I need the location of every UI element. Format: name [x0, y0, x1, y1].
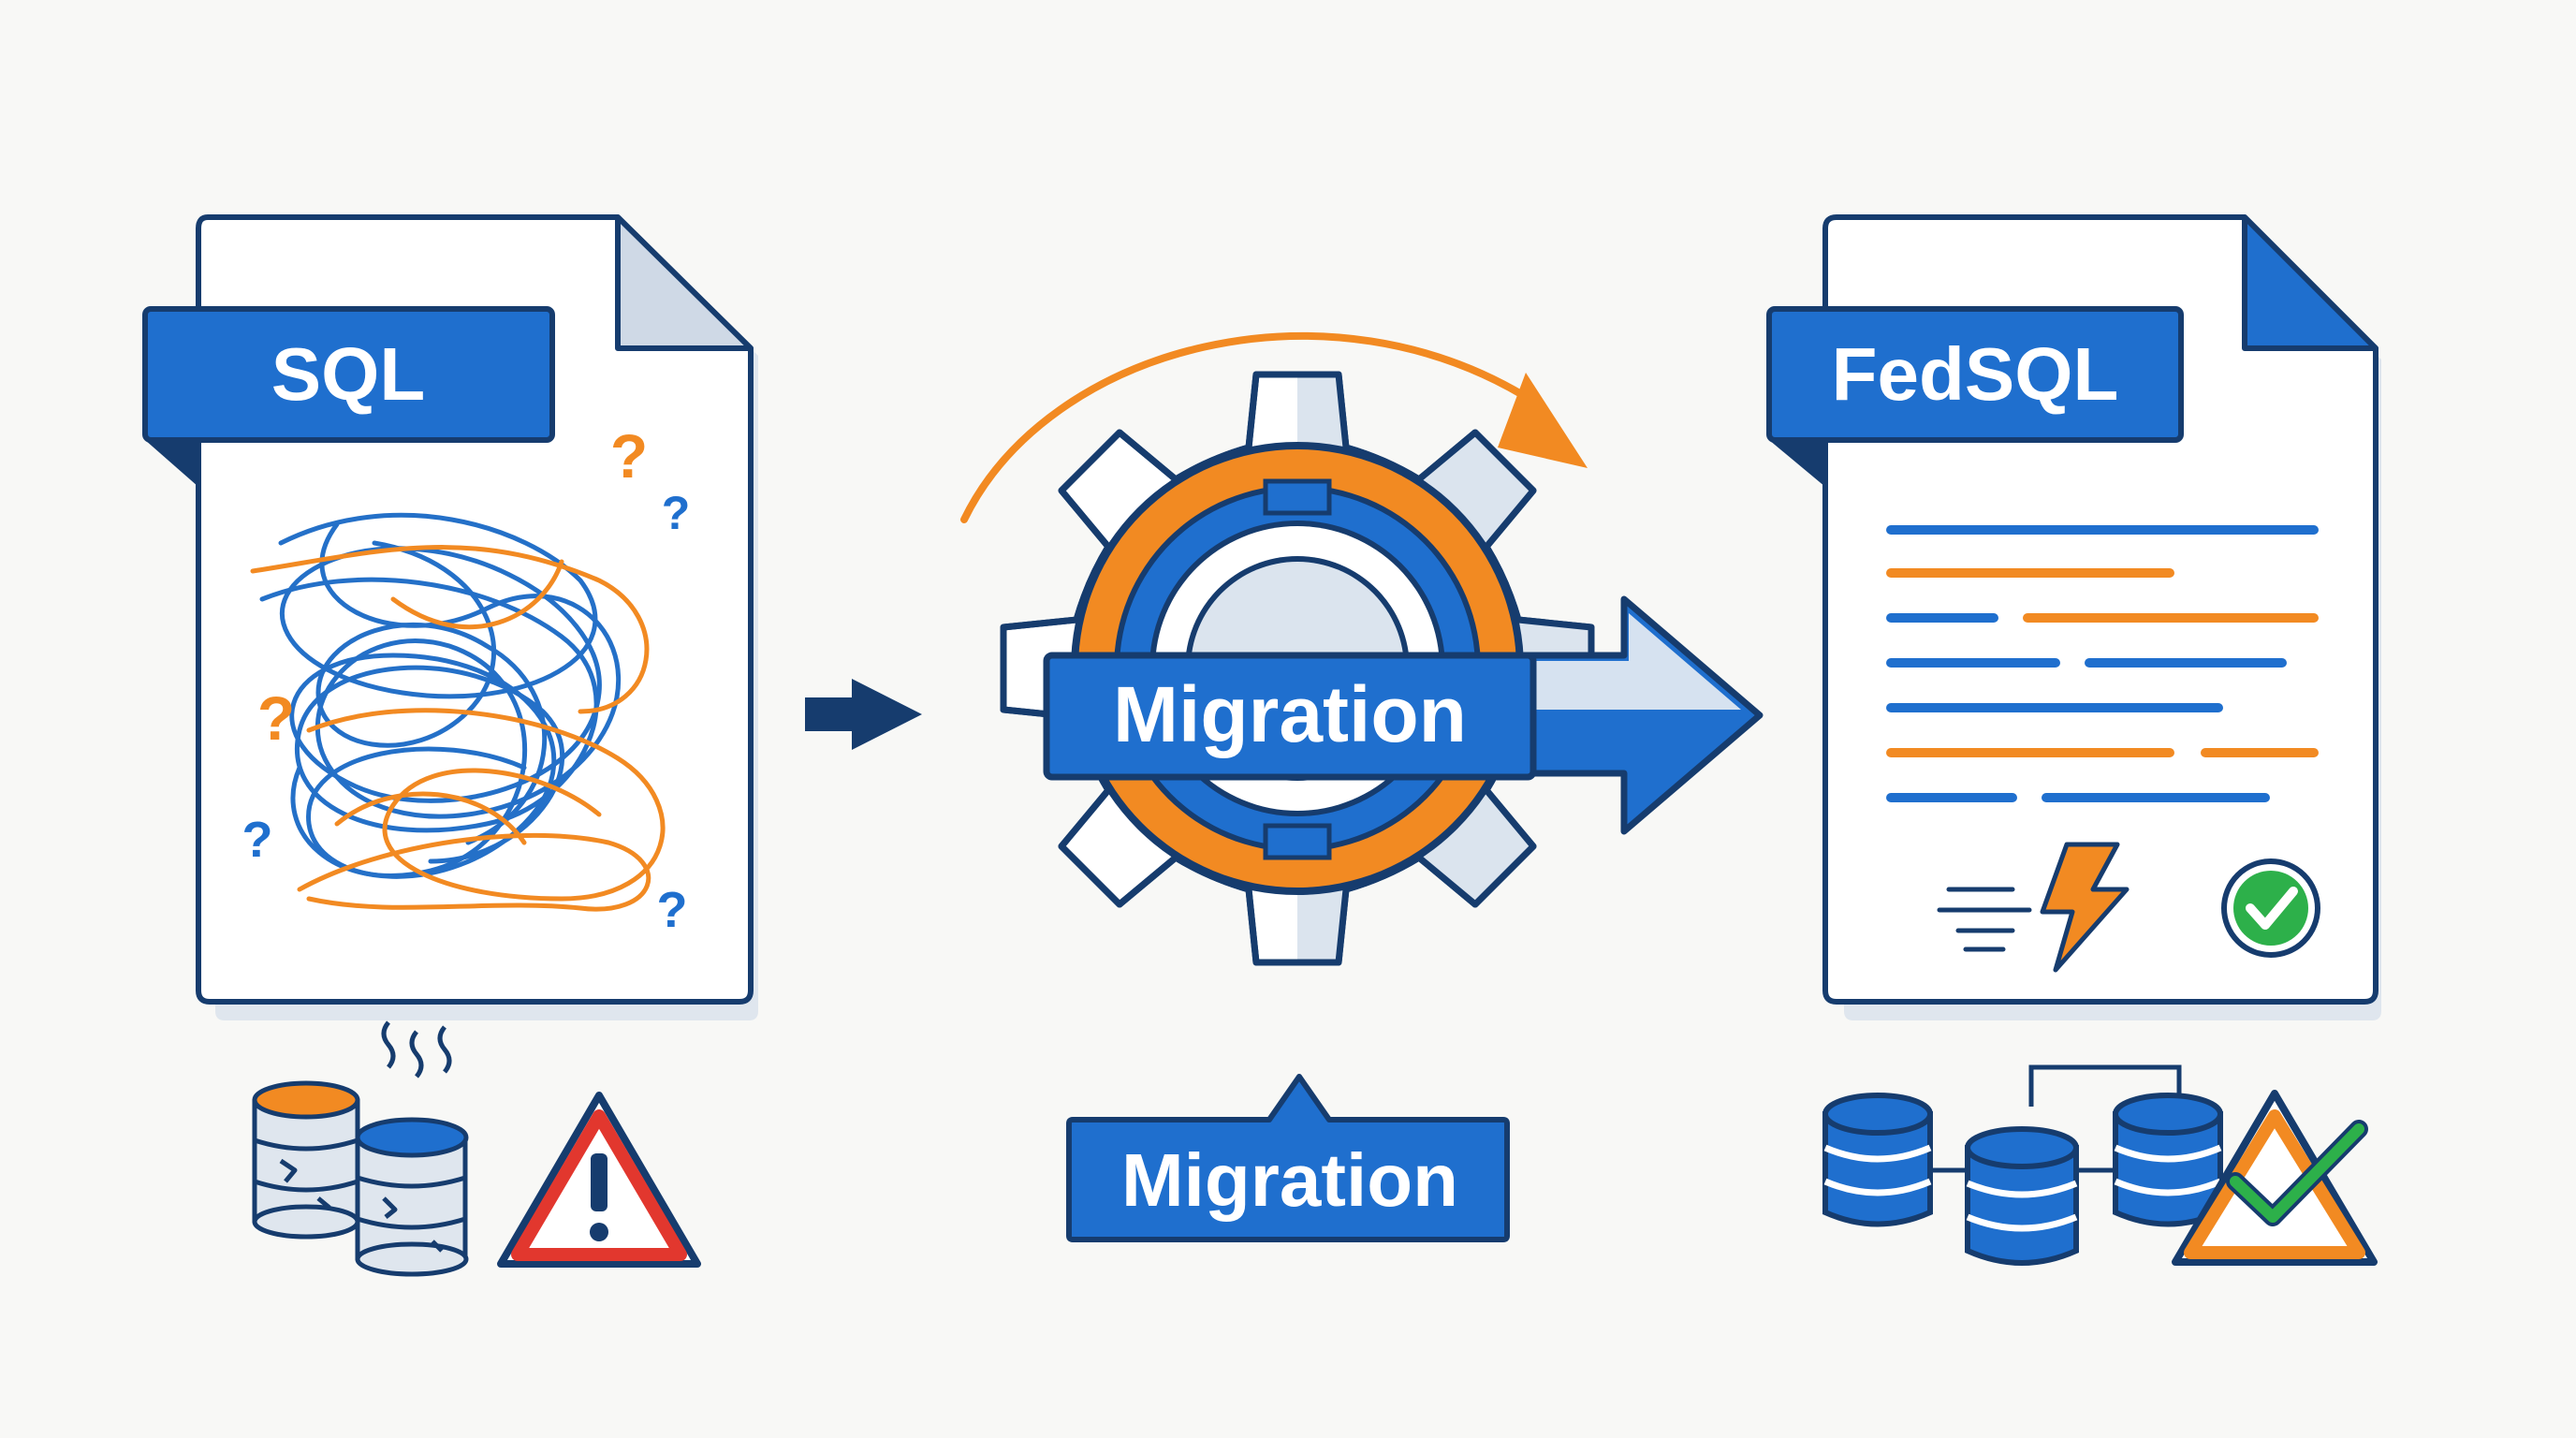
question-mark: ?: [662, 487, 691, 539]
question-mark: ?: [242, 812, 273, 868]
gear-migration-label: Migration: [1113, 670, 1467, 758]
lightning-bolt-icon: [1937, 842, 2130, 973]
sql-document: SQL ? ? ? ? ?: [142, 214, 758, 1020]
curved-arrow-head: [1498, 373, 1588, 468]
fedsql-document: FedSQL: [1766, 214, 2381, 1020]
clean-code-lines: [1886, 525, 2319, 802]
warning-triangle-icon: [497, 1092, 701, 1268]
fedsql-label: FedSQL: [1832, 332, 2119, 416]
question-mark: ?: [257, 683, 295, 753]
database-network-icon: [1822, 1064, 2223, 1266]
callout-migration-label: Migration: [1121, 1138, 1458, 1222]
curved-arrow-icon: [960, 331, 1539, 523]
right-arrow-icon: [805, 679, 922, 750]
question-marks: ? ? ? ? ?: [242, 421, 691, 938]
gear-label-banner: Migration: [1043, 652, 1537, 781]
question-mark: ?: [610, 421, 648, 491]
broken-database-icon: [252, 1020, 469, 1277]
triangle-check-icon: [2172, 1090, 2378, 1266]
migration-callout: Migration: [1066, 1074, 1510, 1242]
sql-label: SQL: [271, 332, 425, 416]
tangled-code-scribble: [250, 512, 666, 912]
check-circle-icon: [2221, 858, 2320, 958]
question-mark: ?: [657, 882, 688, 938]
